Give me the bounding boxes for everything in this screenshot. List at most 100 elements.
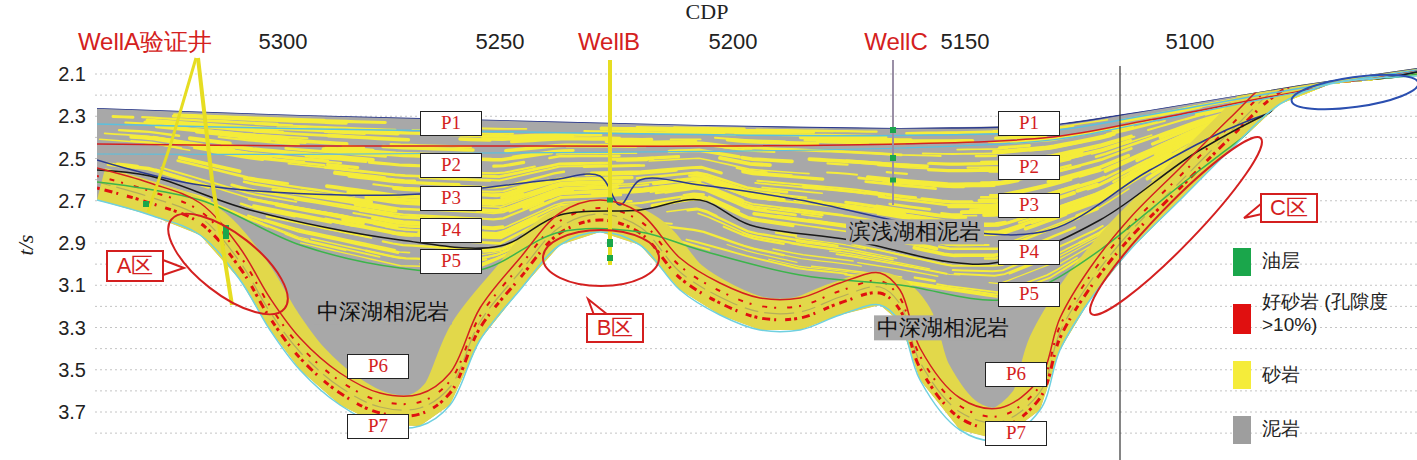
axis-tick-label: 2.1	[58, 63, 86, 86]
horizon-tag: P2	[420, 153, 482, 178]
zone-name: A区	[117, 254, 154, 278]
grid-line	[95, 95, 1417, 96]
zone-ellipse	[1290, 68, 1417, 116]
sand-streak	[791, 244, 841, 251]
sand-streak	[667, 208, 717, 216]
sand-streak	[539, 135, 559, 139]
horizon-tag: P6	[985, 362, 1047, 387]
sand-streak	[734, 129, 784, 132]
sand-streak	[1056, 125, 1126, 138]
sand-streak	[194, 148, 324, 165]
horizon-name: P3	[441, 188, 461, 209]
sand-streak	[720, 158, 770, 165]
horizon-name: P2	[441, 155, 461, 176]
sand-streak	[976, 155, 996, 158]
legend-swatch	[1233, 248, 1251, 276]
sand-streak	[325, 132, 365, 134]
sand-streak	[343, 148, 373, 150]
horizon-line	[97, 44, 1417, 409]
sand-streak	[866, 182, 936, 189]
sand-streak	[219, 137, 299, 144]
sand-streak	[715, 138, 785, 142]
sand-streak	[802, 215, 822, 218]
well-track	[148, 58, 196, 212]
horizon-line	[97, 74, 1417, 300]
good-sand-speckle	[97, 64, 1417, 429]
oil-layer-mark	[890, 127, 896, 133]
horizon-name: P4	[441, 220, 461, 241]
well-track	[198, 58, 232, 305]
oil-layer-mark	[890, 155, 896, 161]
top-axis-label: WellC	[864, 28, 928, 56]
zone-ellipse	[153, 196, 303, 332]
sand-streak	[941, 213, 961, 214]
sand-streak	[827, 172, 857, 174]
horizon-name: P6	[368, 356, 388, 377]
horizon-line	[97, 72, 1417, 264]
oil-layer-mark	[607, 239, 613, 247]
horizon-name: P6	[1006, 364, 1026, 385]
axis-tick-label: 2.7	[58, 189, 86, 212]
sand-streak	[999, 145, 1029, 147]
sand-streak	[328, 165, 358, 168]
basement-line	[97, 76, 1417, 441]
sand-streak	[928, 169, 1008, 171]
horizon-name: P3	[1019, 195, 1039, 216]
sand-streak	[335, 173, 415, 181]
section-marker	[1119, 66, 1120, 460]
zone-ellipse	[1077, 124, 1275, 327]
sand-streak	[311, 239, 401, 259]
top-axis-label: 5100	[1166, 29, 1215, 54]
zone-callout: A区	[106, 250, 164, 282]
sand-streak	[803, 130, 833, 132]
sand-streak	[639, 157, 679, 159]
facies-label: 滨浅湖相泥岩	[846, 219, 984, 244]
sand-streak	[301, 191, 371, 202]
sand-streak	[737, 168, 767, 172]
axis-tick-label: 3.3	[58, 316, 86, 339]
legend-text: 油层	[1262, 250, 1412, 273]
horizon-tag: P3	[420, 186, 482, 211]
top-axis-label: WellA验证井	[78, 28, 212, 56]
basin-fill	[97, 52, 1417, 441]
top-axis-label: 5200	[709, 29, 758, 54]
horizon-line	[97, 68, 1417, 128]
sand-streak	[617, 159, 647, 162]
top-axis-label: WellB	[578, 28, 640, 56]
sand-streak	[698, 213, 798, 243]
horizon-tag: P3	[998, 193, 1060, 218]
horizon-tag: P6	[347, 354, 409, 379]
oil-layer-mark	[890, 178, 896, 183]
well-track	[608, 60, 612, 265]
facies-label: 中深湖相泥岩	[874, 315, 1012, 340]
horizon-name: P1	[1019, 113, 1039, 134]
legend-text: 好砂岩 (孔隙度>10%)	[1262, 291, 1412, 337]
grid-line	[95, 74, 1417, 75]
sand-streak	[968, 166, 998, 169]
sand-streak	[113, 115, 133, 119]
horizon-line	[97, 70, 1417, 136]
legend-swatch	[1233, 416, 1251, 444]
horizon-name: P1	[441, 113, 461, 134]
sand-streak	[276, 141, 306, 143]
sand-streak	[742, 158, 792, 162]
top-axis-label: 5150	[941, 29, 990, 54]
sand-streak	[1124, 113, 1164, 120]
horizon-name: P5	[441, 251, 461, 272]
sand-streak	[915, 278, 935, 281]
sand-streak	[828, 163, 848, 164]
sand-streak	[671, 138, 701, 140]
legend-swatch	[1233, 304, 1251, 334]
sand-streak	[852, 244, 1012, 265]
axis-tick-label: 3.7	[58, 401, 86, 424]
horizon-tag: P4	[998, 240, 1060, 265]
sand-streak	[837, 254, 947, 274]
callout-tail	[163, 260, 184, 275]
axis-tick-label: 3.5	[58, 358, 86, 381]
sand-streak	[667, 130, 737, 132]
sand-streak	[924, 184, 994, 186]
good-sand-speckle	[97, 52, 1417, 417]
sand-streak	[460, 137, 490, 141]
axis-title: t/s	[13, 235, 38, 256]
